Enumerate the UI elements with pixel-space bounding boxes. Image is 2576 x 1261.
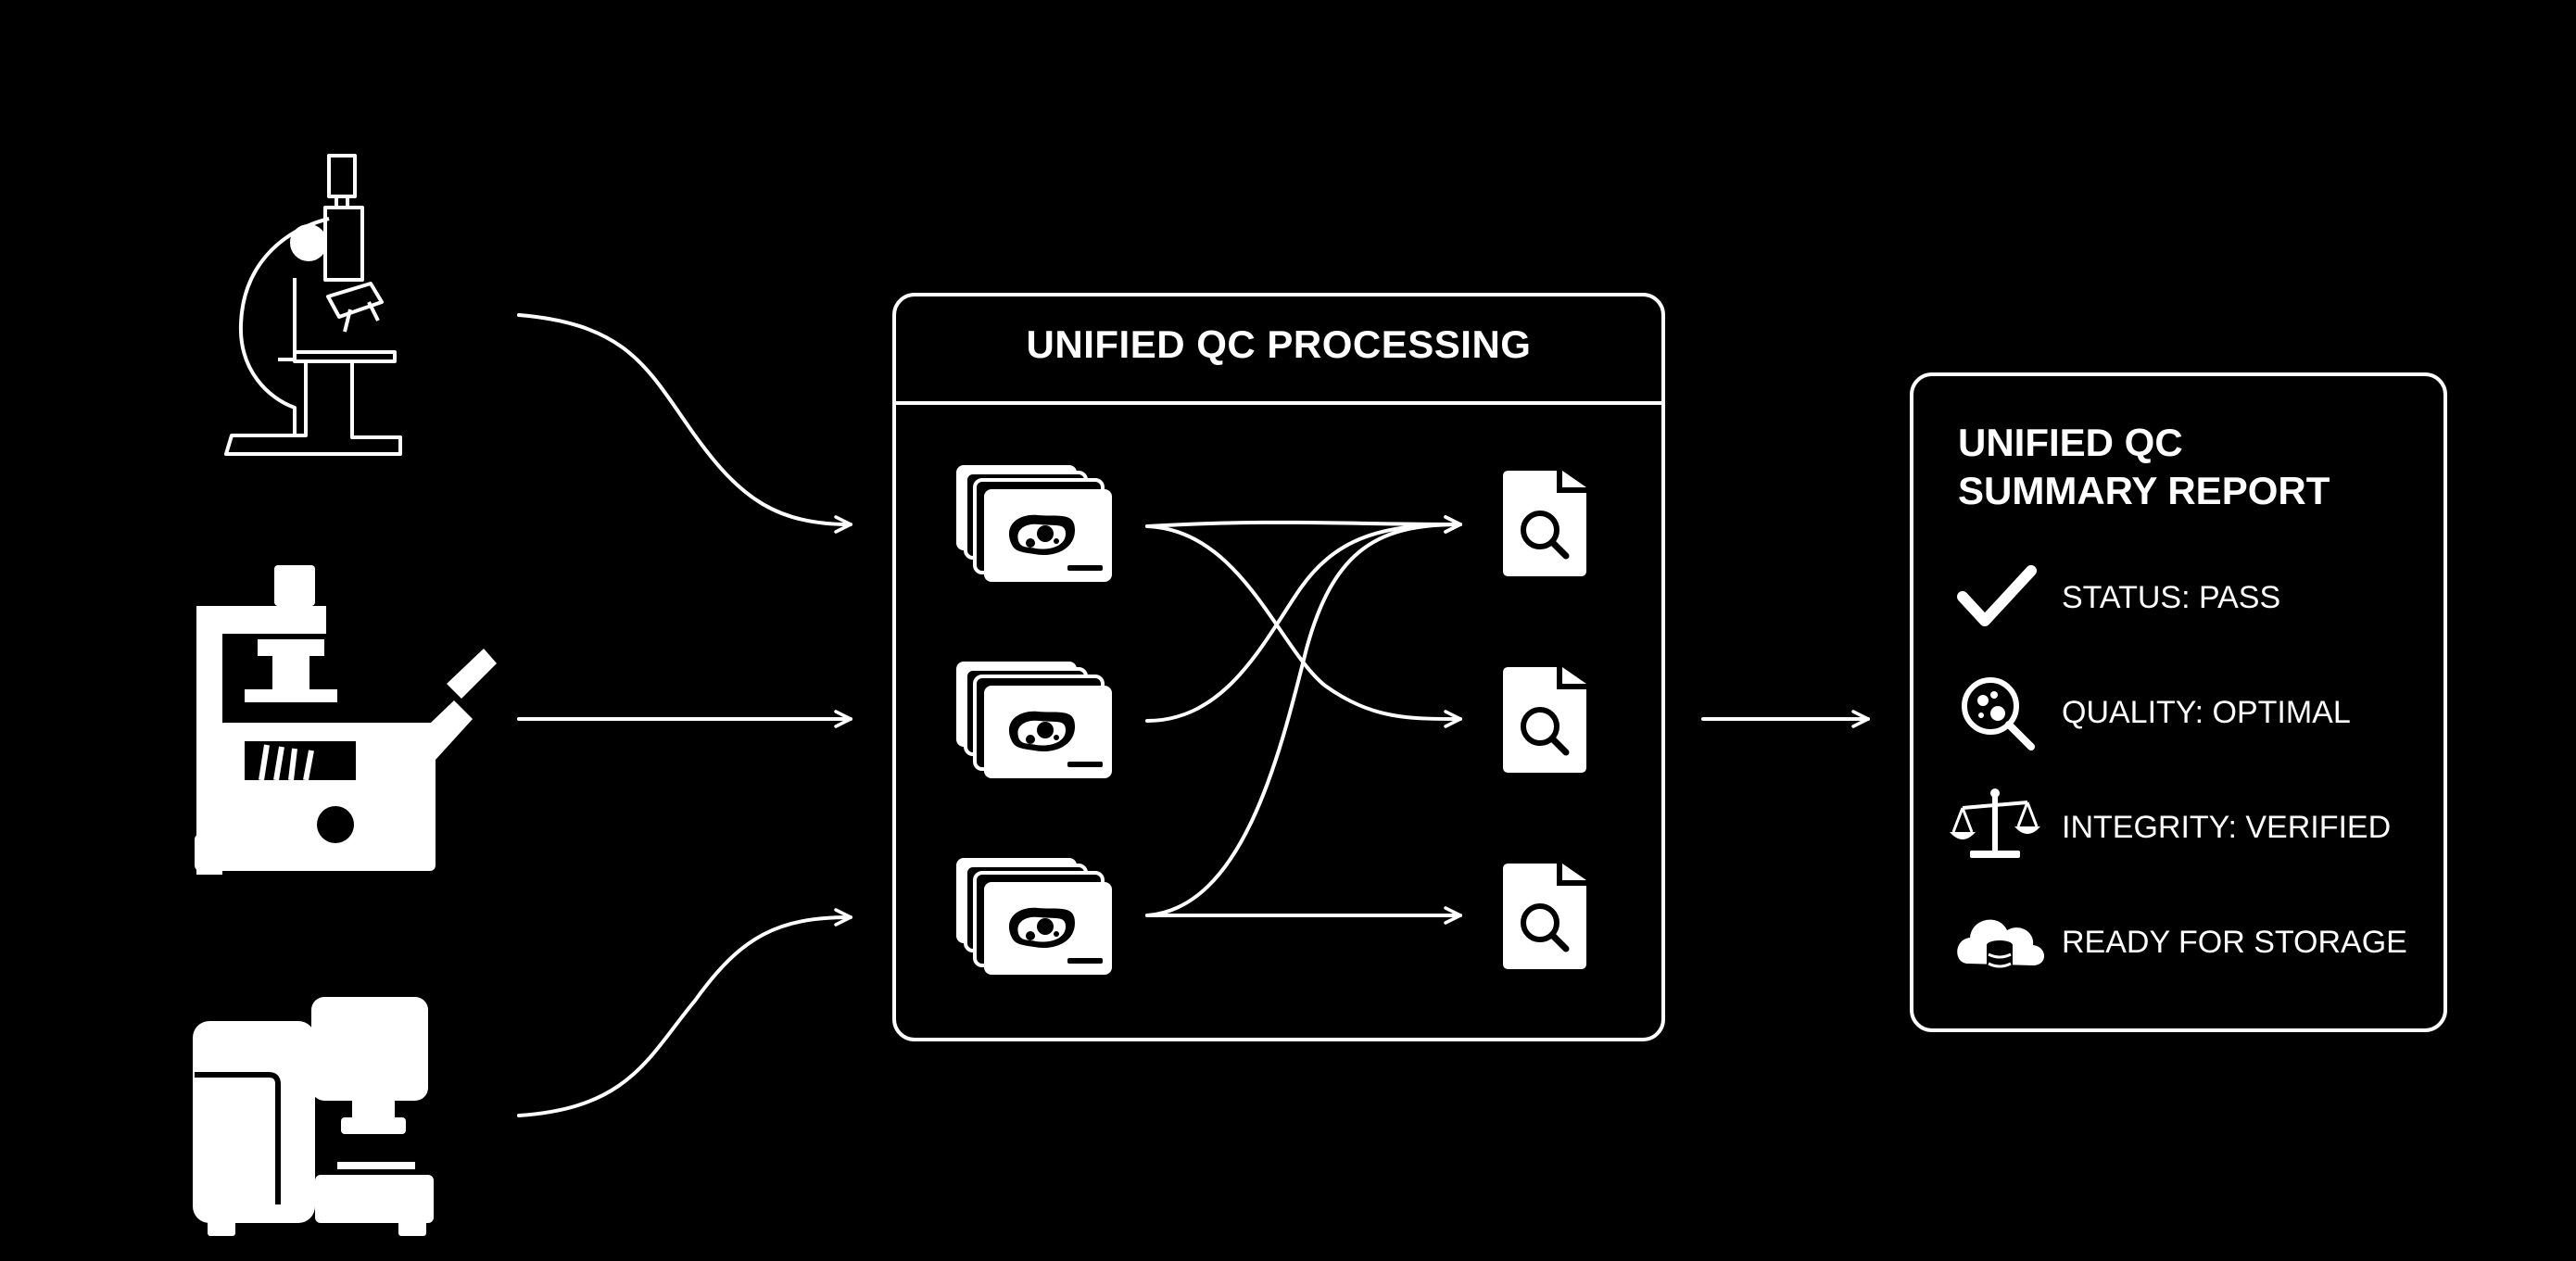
report-title-line-2: SUMMARY REPORT [1958,469,2330,512]
processing-connections [1145,515,1462,925]
upright-microscope-icon [224,154,402,456]
connector-2-1 [1145,515,1462,723]
magnifier-cells-icon [1962,677,2035,750]
connector-1-1 [1145,515,1462,534]
checkmark-icon [1957,565,2037,626]
report-item-integrity: INTEGRITY: VERIFIED [2062,810,2392,845]
summary-report-box [1910,372,2447,1032]
arrow-source-3 [517,908,852,1117]
report-item-quality: QUALITY: OPTIMAL [2062,695,2351,730]
processing-divider [892,401,1665,405]
arrow-source-1 [517,313,852,534]
input-arrows [517,313,852,1117]
cloud-database-icon [1957,919,2044,975]
processing-box [892,293,1665,1041]
processing-title: UNIFIED QC PROCESSING [1026,322,1532,366]
report-title-line-1: UNIFIED QC [1958,421,2183,464]
imaging-system-icon [193,997,434,1236]
connector-1-2 [1145,524,1462,728]
balance-scale-icon [1950,788,2040,858]
inverted-microscope-icon [195,565,497,875]
report-item-storage: READY FOR STORAGE [2062,925,2407,960]
report-item-status: STATUS: PASS [2062,580,2281,615]
connector-3-1 [1145,515,1462,917]
report-title: UNIFIED QC SUMMARY REPORT [1958,419,2403,515]
